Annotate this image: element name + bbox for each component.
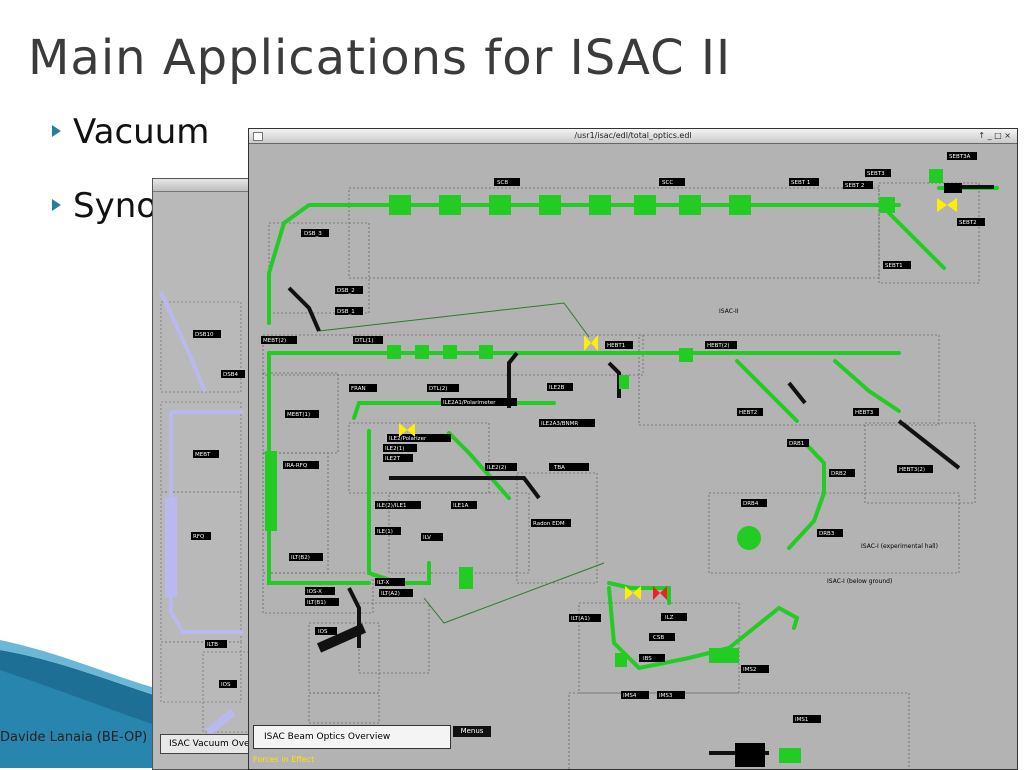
svg-text:SEBT3A: SEBT3A [949,154,971,160]
bullet-triangle-icon [52,124,61,137]
section-boxes [262,182,980,769]
svg-text:HEBT2: HEBT2 [739,410,757,416]
decorative-swoosh [0,640,170,768]
svg-text:SEBT 2: SEBT 2 [845,183,864,189]
svg-text:ILT(A2): ILT(A2) [381,591,400,597]
svg-text:DSB4: DSB4 [223,372,238,378]
section-exp-hall: ISAC-I (experimental hall) [861,543,938,550]
window-title: /usr1/isac/edl/total_optics.edl [574,131,692,140]
svg-text:ILE1A: ILE1A [453,503,469,509]
svg-text:IMS2: IMS2 [743,667,756,673]
svg-text:ILTB: ILTB [207,642,218,648]
svg-text:DTL(2): DTL(2) [429,386,447,392]
svg-text:TBA: TBA [553,465,565,471]
optics-window-titlebar[interactable]: /usr1/isac/edl/total_optics.edl ↑ _ □ × [249,129,1017,144]
vacuum-window[interactable]: DSB10 DSB4 MEBT RFQ ILTB IOS [152,178,264,770]
window-controls[interactable]: ↑ _ □ × [978,131,1011,140]
footer-author: Davide Lanaia (BE-OP) [0,730,148,745]
svg-text:RFQ: RFQ [193,534,205,540]
svg-text:ILT(B2): ILT(B2) [291,555,310,561]
svg-text:IMS3: IMS3 [659,693,673,699]
bullet-vacuum: Vacuum [52,112,209,152]
svg-text:SCB: SCB [497,180,508,186]
svg-text:IOS: IOS [221,682,231,688]
svg-text:IMS1: IMS1 [795,717,808,723]
svg-text:DSB10: DSB10 [195,332,214,338]
vacuum-window-titlebar[interactable] [153,179,263,192]
svg-text:DRB4: DRB4 [743,501,759,507]
svg-text:ILE2/Polarizer: ILE2/Polarizer [389,436,427,442]
beamline-components [265,169,943,763]
svg-text:ILV: ILV [423,535,431,541]
vacuum-diagram: DSB10 DSB4 MEBT RFQ ILTB IOS [159,291,254,736]
svg-text:SEBT2: SEBT2 [959,220,977,226]
svg-text:Radon EDM: Radon EDM [533,521,565,527]
svg-text:ILE2B: ILE2B [549,385,565,391]
slide-title: Main Applications for ISAC II [28,30,732,86]
element-labels: SEBT3A SCB SCC SEBT 1 SEBT 2 SEBT3 SEBT2… [261,152,985,723]
svg-text:ILE(1): ILE(1) [377,529,393,535]
svg-text:ILE2(2): ILE2(2) [487,465,506,471]
svg-text:HEBT3: HEBT3 [855,410,874,416]
svg-text:IOS-X: IOS-X [307,589,322,595]
svg-text:DRB2: DRB2 [831,471,846,477]
svg-text:SCC: SCC [662,180,673,186]
vacuum-labels: DSB10 DSB4 MEBT RFQ ILTB IOS [191,330,245,688]
beamline-paths [267,186,999,671]
svg-text:HEBT1: HEBT1 [607,343,625,349]
svg-text:IMS4: IMS4 [623,693,637,699]
valve-markers [399,198,957,600]
optics-window[interactable]: /usr1/isac/edl/total_optics.edl ↑ _ □ × [248,128,1018,770]
svg-text:DTL(1): DTL(1) [355,338,373,344]
bullet-triangle-icon [52,198,61,211]
svg-text:DRB1: DRB1 [789,441,804,447]
svg-text:ILZ: ILZ [665,615,674,621]
svg-text:MEBT(1): MEBT(1) [287,412,310,418]
svg-text:ILT(A1): ILT(A1) [571,616,590,622]
beam-optics-diagram: ISAC-II ISAC-I (experimental hall) ISAC-… [261,152,999,769]
svg-text:DRB3: DRB3 [819,531,835,537]
svg-text:ILE2A1/Polarimeter: ILE2A1/Polarimeter [443,400,496,406]
svg-text:DSB_3: DSB_3 [304,231,322,237]
svg-text:FRAN: FRAN [351,386,366,392]
svg-text:ILE2A3/BNMR: ILE2A3/BNMR [541,421,578,427]
svg-text:DSB_2: DSB_2 [337,288,355,294]
beam-optics-overview-button[interactable]: ISAC Beam Optics Overview [253,725,451,749]
svg-text:IBS: IBS [643,656,652,662]
svg-text:MEBT(2): MEBT(2) [263,338,286,344]
svg-text:CSB: CSB [653,635,664,641]
svg-text:MEBT: MEBT [195,452,211,458]
svg-text:HEBT3(2): HEBT3(2) [899,467,925,473]
svg-text:IOS: IOS [318,629,328,635]
svg-text:ILE2(1): ILE2(1) [385,446,404,452]
section-below-ground: ISAC-I (below ground) [827,578,892,585]
svg-text:ILT-X: ILT-X [377,580,389,586]
svg-text:DSB_1: DSB_1 [337,309,355,315]
window-menu-icon[interactable] [253,132,263,141]
forces-status: Forces in Effect [253,755,315,764]
svg-text:ILE(2)/ILE1: ILE(2)/ILE1 [377,503,406,509]
section-isac2: ISAC-II [719,308,739,315]
svg-text:ILE2T: ILE2T [385,456,401,462]
menus-button[interactable]: Menus [453,726,491,737]
svg-text:HEBT(2): HEBT(2) [707,343,730,349]
svg-text:ILT(B1): ILT(B1) [307,600,326,606]
svg-text:SEBT3: SEBT3 [867,171,885,177]
svg-text:SEBT1: SEBT1 [885,263,903,269]
svg-text:SEBT 1: SEBT 1 [791,180,810,186]
svg-text:IRA-RFQ: IRA-RFQ [285,463,308,469]
